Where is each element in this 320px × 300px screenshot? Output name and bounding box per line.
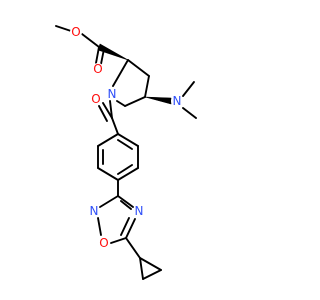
bond-nme-methyl-a [182,81,195,97]
bond-cp-1-2 [139,257,144,280]
bond-ring-c2-c3 [127,59,150,77]
atom-oxadiazole-o: O [99,236,108,250]
atom-oxadiazole-n-top: N [135,204,144,218]
bond-ox-c3-n2 [99,195,119,208]
bond-ph-4-5 [117,167,139,181]
wedge-c4-nme2 [144,96,172,105]
bond-ox-o1-c5 [110,237,127,244]
bond-ox-c3-n4-double-a [117,195,134,208]
atom-ester-carbonyl-o: O [93,62,102,76]
bond-ph-3-4 [97,167,119,181]
bond-lines [55,25,197,280]
stereo-wedges [97,43,172,105]
bond-ox-c3-n4-double-b [120,200,132,210]
bond-amide-c-ring [111,117,119,135]
atom-ester-ether-o: O [71,25,80,39]
atom-dimethylamino-n: N [173,94,182,108]
bond-ph-inner-c [117,139,133,150]
bond-ring-c4-c5 [124,96,146,107]
bond-ring-c5-n1 [116,100,126,107]
bond-methyl-o [55,25,72,32]
bond-amide-o-double-b [98,105,108,122]
bond-cp-2-3 [142,269,162,280]
bond-ring-c3-c4 [144,75,150,98]
bond-n1-amide-c [109,100,113,119]
molecule-drawing: O O N N O N N O [55,25,197,280]
bond-ring-n1-c2 [112,59,129,87]
atom-amide-o: O [91,92,100,106]
bond-c5-cyclopropyl [125,237,141,259]
atom-oxadiazole-n-side: N [90,204,99,218]
bond-ox-c5-n4 [125,218,136,239]
bond-ph-inner-b [117,164,133,175]
wedge-c2-ester [97,43,129,61]
bond-o-carbonyl [81,33,100,48]
bond-ph-6-1 [117,133,139,147]
bond-nme-methyl-b [182,107,197,119]
bond-ox-n2-o1 [97,217,102,236]
bond-ox-c5-n4-double [120,217,130,236]
bond-amide-o-double-a [102,102,113,119]
atom-labels: O O N N O N N O [70,25,183,250]
bond-ph-1-2 [97,133,119,147]
atom-pyrrolidine-n: N [108,87,117,101]
structure-diagram: O O N N O N N O [55,25,197,280]
bond-cp-3-1 [139,257,162,271]
